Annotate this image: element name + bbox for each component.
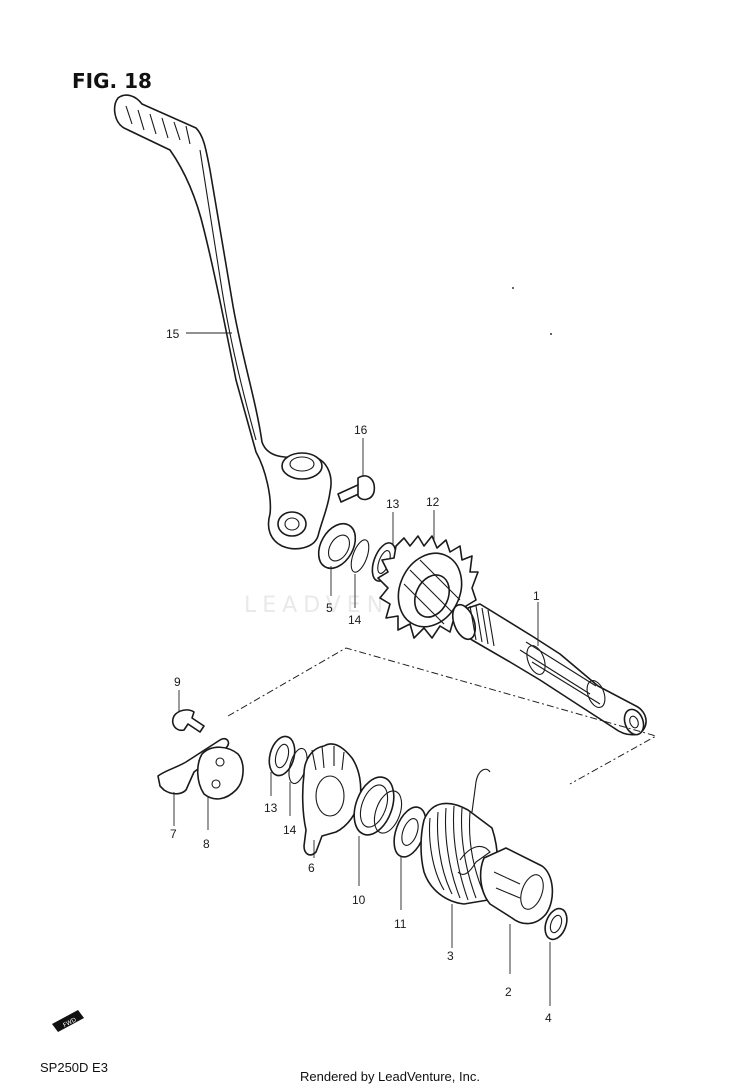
callout-10: 10 (352, 893, 366, 907)
drive-gear (301, 743, 362, 856)
callout-1: 1 (533, 589, 540, 603)
bolt (337, 475, 376, 503)
callout-15: 15 (166, 327, 180, 341)
oil-seal (317, 522, 357, 570)
fwd-arrow-icon: FWD (52, 1010, 84, 1032)
callout-4: 4 (545, 1011, 552, 1025)
screw (171, 709, 205, 733)
spacer-sleeve (479, 847, 554, 925)
model-code: SP250D E3 (40, 1060, 108, 1075)
callout-5: 5 (326, 601, 333, 615)
footer-credit: Rendered by LeadVenture, Inc. (300, 1069, 480, 1084)
callout-3: 3 (447, 949, 454, 963)
callout-13-upper: 13 (386, 497, 400, 511)
kick-starter-lever (113, 94, 332, 550)
callout-11: 11 (394, 917, 407, 931)
figure-title: FIG. 18 (72, 69, 152, 93)
circlip-end (544, 907, 568, 941)
speck (512, 287, 514, 289)
callout-14-upper: 14 (348, 613, 362, 627)
speck (550, 333, 552, 335)
callout-6: 6 (308, 861, 315, 875)
circlip-upper (350, 539, 370, 573)
callout-12: 12 (426, 495, 440, 509)
washer-lower (268, 735, 296, 777)
callout-2: 2 (505, 985, 512, 999)
callout-9: 9 (174, 675, 181, 689)
stopper-plate (196, 746, 244, 800)
spring-guide (353, 776, 403, 836)
callout-14-lower: 14 (283, 823, 297, 837)
callout-7: 7 (170, 827, 177, 841)
kick-starter-shaft (451, 603, 647, 736)
callout-16: 16 (354, 423, 368, 437)
callout-13-lower: 13 (264, 801, 278, 815)
callout-8: 8 (203, 837, 210, 851)
